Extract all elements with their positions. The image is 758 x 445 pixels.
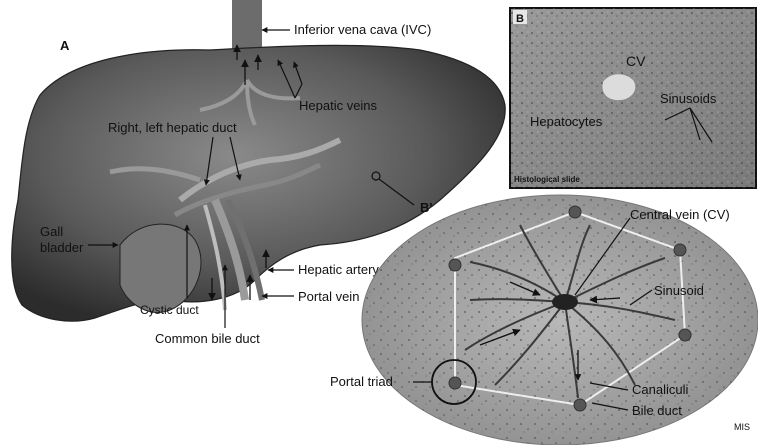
- panel-a-tag: A: [60, 38, 70, 53]
- ivc-label: Inferior vena cava (IVC): [294, 22, 431, 37]
- common-bile-duct-label: Common bile duct: [155, 331, 260, 346]
- panel-b-prime-tag: B': [420, 200, 432, 215]
- portal-triad-label: Portal triad: [330, 374, 393, 389]
- central-vein-shape: [552, 294, 578, 310]
- gall-label: Gall: [40, 224, 63, 239]
- lobule-illustration: [362, 195, 758, 445]
- sinusoid-label: Sinusoid: [654, 283, 704, 298]
- hepatic-veins-label: Hepatic veins: [299, 98, 378, 113]
- hepatic-duct-label: Right, left hepatic duct: [108, 120, 237, 135]
- histology-cv-label: CV: [626, 53, 646, 69]
- panel-b-tag: B: [516, 13, 524, 25]
- histology-sinusoids-label: Sinusoids: [660, 91, 717, 106]
- central-vein-label: Central vein (CV): [630, 207, 730, 222]
- bile-duct-label: Bile duct: [632, 403, 682, 418]
- histology-hepatocytes-label: Hepatocytes: [530, 114, 603, 129]
- histology-caption: Histological slide: [514, 175, 580, 184]
- bladder-label: bladder: [40, 240, 84, 255]
- watermark: MIS: [734, 422, 750, 432]
- canaliculi-label: Canaliculi: [632, 382, 688, 397]
- portal-vein-label: Portal vein: [298, 289, 359, 304]
- histology-panel: [510, 8, 756, 188]
- hepatic-artery-label: Hepatic artery: [298, 262, 379, 277]
- histology-cv-blob: [602, 74, 635, 100]
- cystic-duct-label: Cystic duct: [140, 303, 199, 317]
